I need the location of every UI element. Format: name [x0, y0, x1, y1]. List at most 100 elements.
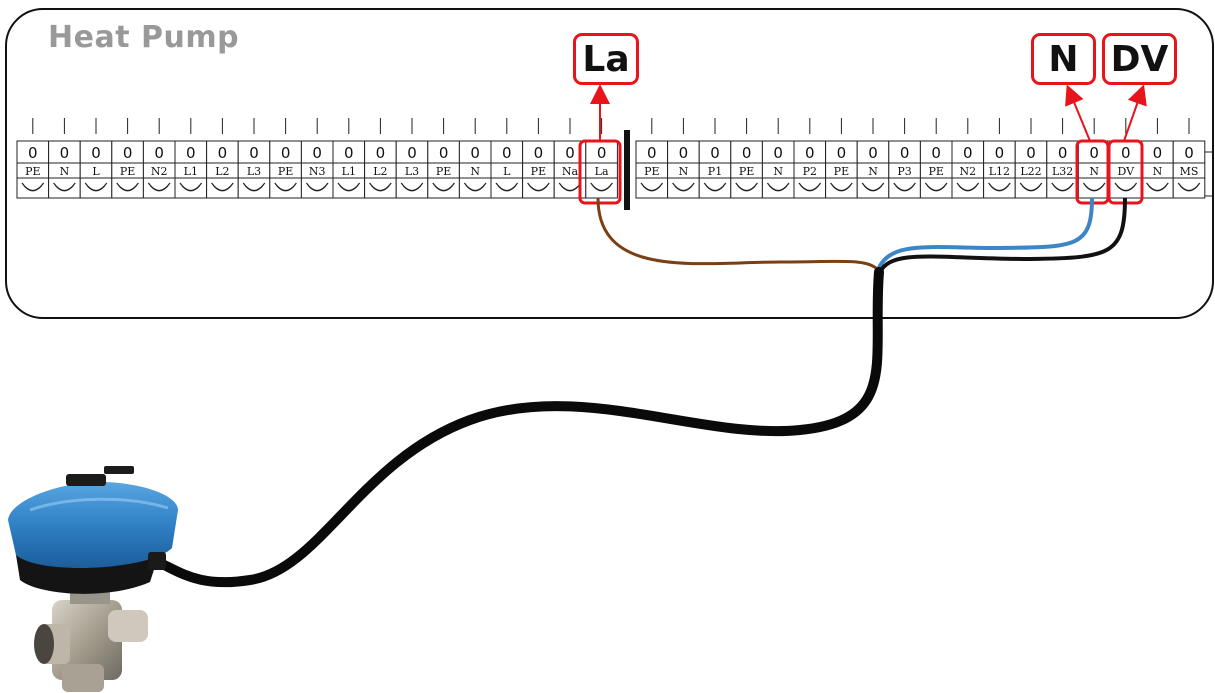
terminal-label: L	[503, 165, 511, 178]
terminal-right-0: 0PE	[635, 118, 669, 199]
terminal-label: L3	[405, 165, 419, 178]
black-wire	[878, 197, 1127, 274]
terminal-left-13: 0PE	[427, 118, 460, 199]
terminal-right-10: 0N2	[951, 118, 985, 199]
terminal-right-14: 0N	[1077, 118, 1111, 199]
terminal-right-16: 0N	[1141, 118, 1174, 199]
terminal-screw: 0	[647, 144, 657, 162]
terminal-screw: 0	[502, 144, 512, 162]
terminal-label: L2	[373, 165, 387, 178]
terminal-label: N2	[959, 165, 976, 178]
terminal-screw: 0	[154, 144, 164, 162]
terminal-right-3: 0PE	[730, 118, 763, 199]
terminal-label: P1	[708, 165, 722, 178]
terminal-label: PE	[644, 165, 659, 178]
terminal-screw: 0	[249, 144, 259, 162]
terminal-label: L22	[1020, 165, 1041, 178]
terminal-left-9: 0N3	[300, 118, 334, 199]
terminal-label: N3	[309, 165, 326, 178]
terminal-screw: 0	[123, 144, 133, 162]
blue-wire	[876, 197, 1094, 271]
terminal-screw: 0	[60, 144, 70, 162]
terminal-screw: 0	[931, 144, 941, 162]
terminal-label: N	[1089, 165, 1099, 178]
terminal-label: P3	[897, 165, 911, 178]
terminal-label: La	[595, 165, 609, 178]
terminal-label: N	[868, 165, 878, 178]
terminal-screw: 0	[837, 144, 847, 162]
terminal-screw: 0	[597, 144, 607, 162]
arrow-n	[1065, 84, 1091, 142]
terminal-right-8: 0P3	[888, 118, 921, 199]
terminal-right-6: 0PE	[825, 118, 858, 199]
terminal-label: N	[679, 165, 689, 178]
terminal-label: L1	[342, 165, 356, 178]
terminal-label: PE	[531, 165, 546, 178]
terminal-left-12: 0L3	[395, 118, 429, 199]
terminal-screw: 0	[407, 144, 417, 162]
terminal-left-2: 0L	[79, 118, 113, 199]
terminal-right-9: 0PE	[919, 118, 953, 199]
terminal-label: PE	[436, 165, 451, 178]
terminal-left-3: 0PE	[111, 118, 144, 199]
terminal-label: L32	[1052, 165, 1073, 178]
heat-pump-panel	[5, 8, 1214, 319]
terminal-left-5: 0L1	[174, 118, 208, 199]
terminal-screw: 0	[742, 144, 752, 162]
terminal-right-4: 0N	[761, 118, 795, 199]
terminal-label: PE	[120, 165, 135, 178]
terminal-left-0: 0PE	[16, 118, 50, 199]
terminal-screw: 0	[565, 144, 575, 162]
terminal-label: PE	[928, 165, 943, 178]
terminal-screw: 0	[1184, 144, 1194, 162]
terminal-left-16: 0PE	[522, 118, 555, 199]
diagram-title: Heat Pump	[48, 20, 240, 55]
terminal-screw: 0	[963, 144, 973, 162]
terminal-right-5: 0P2	[793, 118, 827, 199]
terminal-right-1: 0N	[667, 118, 700, 199]
terminal-label: L	[92, 165, 100, 178]
terminal-screw: 0	[470, 144, 480, 162]
terminal-screw: 0	[710, 144, 720, 162]
terminal-left-6: 0L2	[206, 118, 239, 199]
terminal-screw: 0	[1058, 144, 1068, 162]
brown-wire	[596, 197, 880, 272]
terminal-label: N2	[151, 165, 168, 178]
terminal-label: PE	[834, 165, 849, 178]
terminal-label: L2	[215, 165, 229, 178]
terminal-label: N	[773, 165, 783, 178]
terminal-label: PE	[739, 165, 754, 178]
main-cable	[155, 267, 884, 588]
terminal-screw: 0	[376, 144, 386, 162]
terminal-screw: 0	[868, 144, 878, 162]
terminal-left-15: 0L	[490, 118, 524, 199]
terminal-left-4: 0N2	[142, 118, 176, 199]
terminal-label: N	[470, 165, 480, 178]
callout-dv: DV	[1102, 33, 1177, 85]
block-separator	[624, 130, 630, 210]
terminal-label: PE	[278, 165, 293, 178]
callout-n: N	[1031, 33, 1096, 85]
terminal-screw: 0	[900, 144, 910, 162]
terminal-screw: 0	[534, 144, 544, 162]
terminal-label: N	[1153, 165, 1163, 178]
terminal-left-8: 0PE	[269, 118, 302, 199]
terminal-label: L1	[184, 165, 198, 178]
terminal-screw: 0	[28, 144, 38, 162]
terminal-right-2: 0P1	[698, 118, 732, 199]
terminal-screw: 0	[679, 144, 689, 162]
terminal-screw: 0	[1153, 144, 1163, 162]
terminal-right-7: 0N	[856, 118, 890, 199]
terminal-strip: 0PE0N0L0PE0N20L10L20L30PE0N30L10L20L30PE…	[16, 118, 1213, 199]
terminal-label: DV	[1118, 165, 1136, 178]
terminal-screw: 0	[312, 144, 322, 162]
terminal-screw: 0	[281, 144, 291, 162]
arrow-dv	[1123, 84, 1147, 142]
terminal-left-14: 0N	[458, 118, 492, 199]
terminal-screw: 0	[91, 144, 101, 162]
terminal-label: P2	[803, 165, 817, 178]
